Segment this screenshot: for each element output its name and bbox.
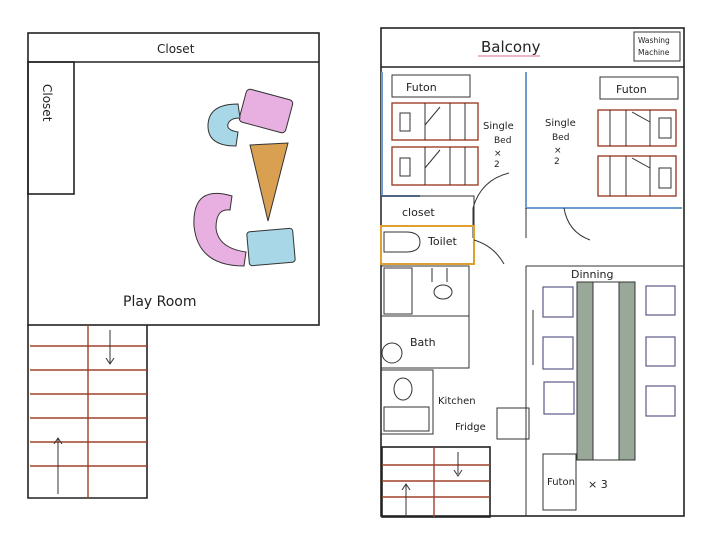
single-bed <box>597 155 677 197</box>
bath-label: Bath <box>410 336 436 349</box>
machine-label: Machine <box>638 48 670 57</box>
kitchen-sink-icon <box>383 406 430 432</box>
closet-top-label: Closet <box>157 42 195 56</box>
washing-machine <box>633 31 681 62</box>
beds-right-label: Single <box>545 118 576 129</box>
stove-icon <box>393 377 413 401</box>
futon-left <box>391 74 471 98</box>
right-outer-wall <box>380 27 685 517</box>
futon-right <box>599 76 679 100</box>
beds-right-label: 2 <box>554 157 560 167</box>
dining-futon-label: Futon <box>547 477 575 488</box>
toilet-label: Toilet <box>427 235 457 248</box>
beds-left-label: Bed <box>494 136 511 146</box>
ochre-cushion <box>249 142 289 222</box>
futon-right-label: Futon <box>616 83 647 96</box>
shower-icon <box>381 342 403 364</box>
single-bed <box>391 102 479 141</box>
bath-room <box>380 265 470 369</box>
stairs-left <box>27 325 148 499</box>
stairs-right <box>381 446 491 518</box>
closet-side <box>27 61 75 195</box>
fridge-label: Fridge <box>455 422 486 433</box>
sink-icon <box>433 284 453 300</box>
right-floor: Balcony Washing Machine Futon Single Bed… <box>380 27 685 518</box>
closet-label: closet <box>402 206 435 219</box>
pink-cushion <box>238 88 294 134</box>
dining-wall <box>525 265 684 516</box>
washing-label: Washing <box>638 36 670 45</box>
beds-left-label: 2 <box>494 160 500 170</box>
dining-chairs <box>542 285 676 417</box>
futon-left-label: Futon <box>406 81 437 94</box>
kitchen-counter <box>380 369 434 435</box>
play-room-label: Play Room <box>123 294 197 310</box>
beds-right-label: Bed <box>552 133 569 143</box>
closet-side-label: Closet <box>40 84 54 122</box>
fridge <box>496 407 530 440</box>
single-bed <box>597 109 677 147</box>
dining-futon <box>542 453 577 511</box>
cyan-cushion-2 <box>246 227 296 267</box>
single-bed <box>391 146 479 186</box>
beds-left-label: Single <box>483 121 514 132</box>
dining-label: Dinning <box>571 268 613 281</box>
pink-cushion-2 <box>193 192 247 267</box>
left-floor: Closet Closet Play Room <box>27 32 320 499</box>
balcony-label: Balcony <box>481 38 541 56</box>
dining-futon-count: × 3 <box>588 478 608 491</box>
beds-right-label: × <box>554 146 562 156</box>
kitchen-label: Kitchen <box>438 396 476 407</box>
cyan-cushion <box>207 103 241 147</box>
beds-left-label: × <box>494 149 502 159</box>
toilet-room <box>380 225 475 265</box>
